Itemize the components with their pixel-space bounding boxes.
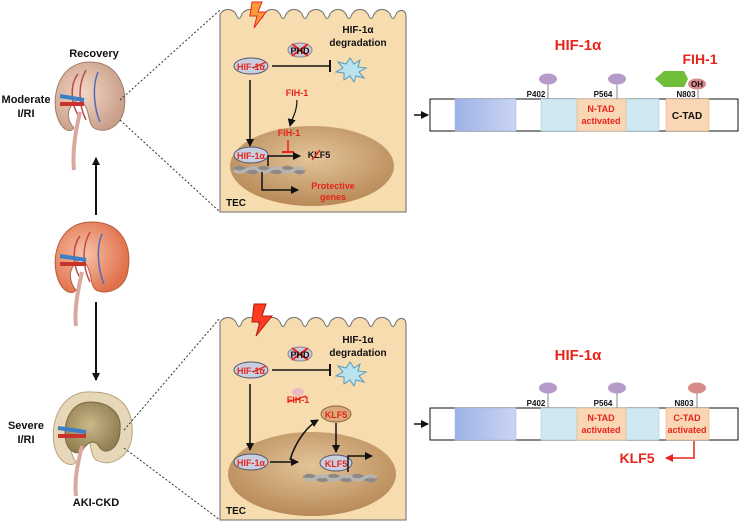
bottom-protein-domain: HIF-1α N-TAD activated C-TAD activated P… bbox=[429, 347, 739, 466]
ntad-domain bbox=[576, 407, 627, 441]
n803-label: N803 bbox=[676, 90, 696, 99]
arrow-klf5-expression bbox=[289, 419, 319, 461]
nucleus bbox=[230, 126, 394, 206]
injury-bolt-icon bbox=[251, 303, 274, 337]
ctad-domain bbox=[665, 407, 710, 441]
ntad-label-line2: activated bbox=[581, 425, 620, 435]
phd-label: PHD bbox=[290, 350, 310, 360]
hif-cyto-label: HIF-1α bbox=[237, 366, 266, 376]
fih-nuc-label: FIH-1 bbox=[278, 128, 301, 138]
tec-label: TEC bbox=[226, 506, 246, 517]
protective-label: Protective bbox=[311, 181, 355, 191]
ntad-label: N-TAD bbox=[587, 413, 615, 423]
fih-hydroxylase-icon bbox=[655, 71, 688, 87]
klf5-gene-label: KLF5 bbox=[308, 150, 331, 160]
site-p564-marker bbox=[608, 73, 626, 85]
protein-title: HIF-1α bbox=[555, 347, 603, 364]
ntad-label: N-TAD bbox=[587, 104, 615, 114]
klf5-cyto-label: KLF5 bbox=[325, 410, 348, 420]
hif-nuc-oval bbox=[233, 453, 269, 471]
site-p402-marker bbox=[539, 382, 557, 394]
site-n803-marker bbox=[688, 382, 706, 394]
ntad-label-line2: activated bbox=[581, 116, 620, 126]
severe-label: Severe bbox=[8, 420, 44, 432]
hif-cyto-label: HIF-1α bbox=[237, 62, 266, 72]
klf5-nuc-oval bbox=[319, 454, 353, 472]
phd-inhibited-cross bbox=[291, 43, 309, 57]
top-tec-cell: PHD HIF-1α HIF-1α degradation FIH-1 FIH-… bbox=[219, 1, 407, 213]
ctad-label: C-TAD bbox=[673, 413, 701, 423]
ctad-domain bbox=[665, 98, 710, 132]
p402-label: P402 bbox=[527, 399, 546, 408]
moderate-label-line2: I/RI bbox=[17, 108, 34, 120]
degradation-label: HIF-1α bbox=[342, 335, 374, 346]
bhlh-domain bbox=[454, 98, 517, 132]
hif-nuc-oval bbox=[233, 146, 269, 164]
site-p564-marker bbox=[608, 382, 626, 394]
tec-label: TEC bbox=[226, 198, 246, 209]
degradation-label-line2: degradation bbox=[329, 38, 386, 49]
hif-cyto-oval bbox=[233, 361, 269, 379]
oh-marker bbox=[688, 78, 706, 90]
arrow-fih-nuclear bbox=[287, 99, 298, 127]
n803-label: N803 bbox=[674, 399, 694, 408]
arrow-ctad-klf5 bbox=[665, 441, 695, 462]
protective-label-line2: genes bbox=[320, 192, 346, 202]
aki-ckd-label: AKI-CKD bbox=[73, 497, 119, 509]
protein-title: HIF-1α bbox=[555, 37, 603, 54]
arrow-protective bbox=[261, 172, 299, 194]
degradation-burst-icon bbox=[334, 57, 368, 84]
zoom-line bbox=[123, 447, 221, 521]
ctad-label: C-TAD bbox=[672, 111, 702, 122]
klf5-nuc-label: KLF5 bbox=[325, 459, 348, 469]
kidney-fibrotic bbox=[52, 391, 133, 497]
kidney-recovery bbox=[54, 61, 126, 171]
bottom-tec-cell: PHD HIF-1α HIF-1α degradation FIH-1 HIF-… bbox=[219, 303, 407, 521]
site-p402-marker bbox=[539, 73, 557, 85]
zoom-line bbox=[119, 9, 221, 101]
nucleus bbox=[228, 432, 396, 516]
oh-label: OH bbox=[691, 80, 703, 89]
fih-dot bbox=[292, 388, 304, 396]
arrow-klf5-target bbox=[347, 452, 373, 472]
degradation-label-line2: degradation bbox=[329, 348, 386, 359]
ntad-domain bbox=[576, 98, 627, 132]
injury-bolt-icon bbox=[249, 1, 267, 29]
hif-nuc-label: HIF-1α bbox=[237, 151, 266, 161]
hif-nuc-label: HIF-1α bbox=[237, 458, 266, 468]
fih-cyto-label: FIH-1 bbox=[286, 88, 309, 98]
degradation-label: HIF-1α bbox=[342, 25, 374, 36]
p402-label: P402 bbox=[527, 90, 546, 99]
severe-label-line2: I/RI bbox=[17, 434, 34, 446]
arrow-klf5-gene bbox=[267, 152, 301, 166]
recovery-label: Recovery bbox=[69, 48, 119, 60]
bhlh-domain bbox=[454, 407, 517, 441]
p564-label: P564 bbox=[594, 399, 613, 408]
phd-inhibited-cross bbox=[291, 347, 309, 361]
degradation-burst-icon bbox=[334, 361, 368, 388]
top-protein-domain: HIF-1α N-TAD activated C-TAD P402 P564 N… bbox=[429, 37, 739, 132]
hif-cyto-oval bbox=[233, 57, 269, 75]
fih-protein-label: FIH-1 bbox=[683, 51, 718, 67]
klf5-output-label: KLF5 bbox=[620, 450, 655, 466]
ctad-label-line2: activated bbox=[667, 425, 706, 435]
zoom-line bbox=[123, 317, 221, 431]
kidney-injured bbox=[54, 221, 130, 327]
phd-label: PHD bbox=[290, 46, 310, 56]
fih-label: FIH-1 bbox=[287, 395, 310, 405]
klf5-cyto-oval bbox=[320, 405, 352, 423]
moderate-label: Moderate bbox=[2, 94, 51, 106]
zoom-line bbox=[119, 119, 221, 213]
p564-label: P564 bbox=[594, 90, 613, 99]
